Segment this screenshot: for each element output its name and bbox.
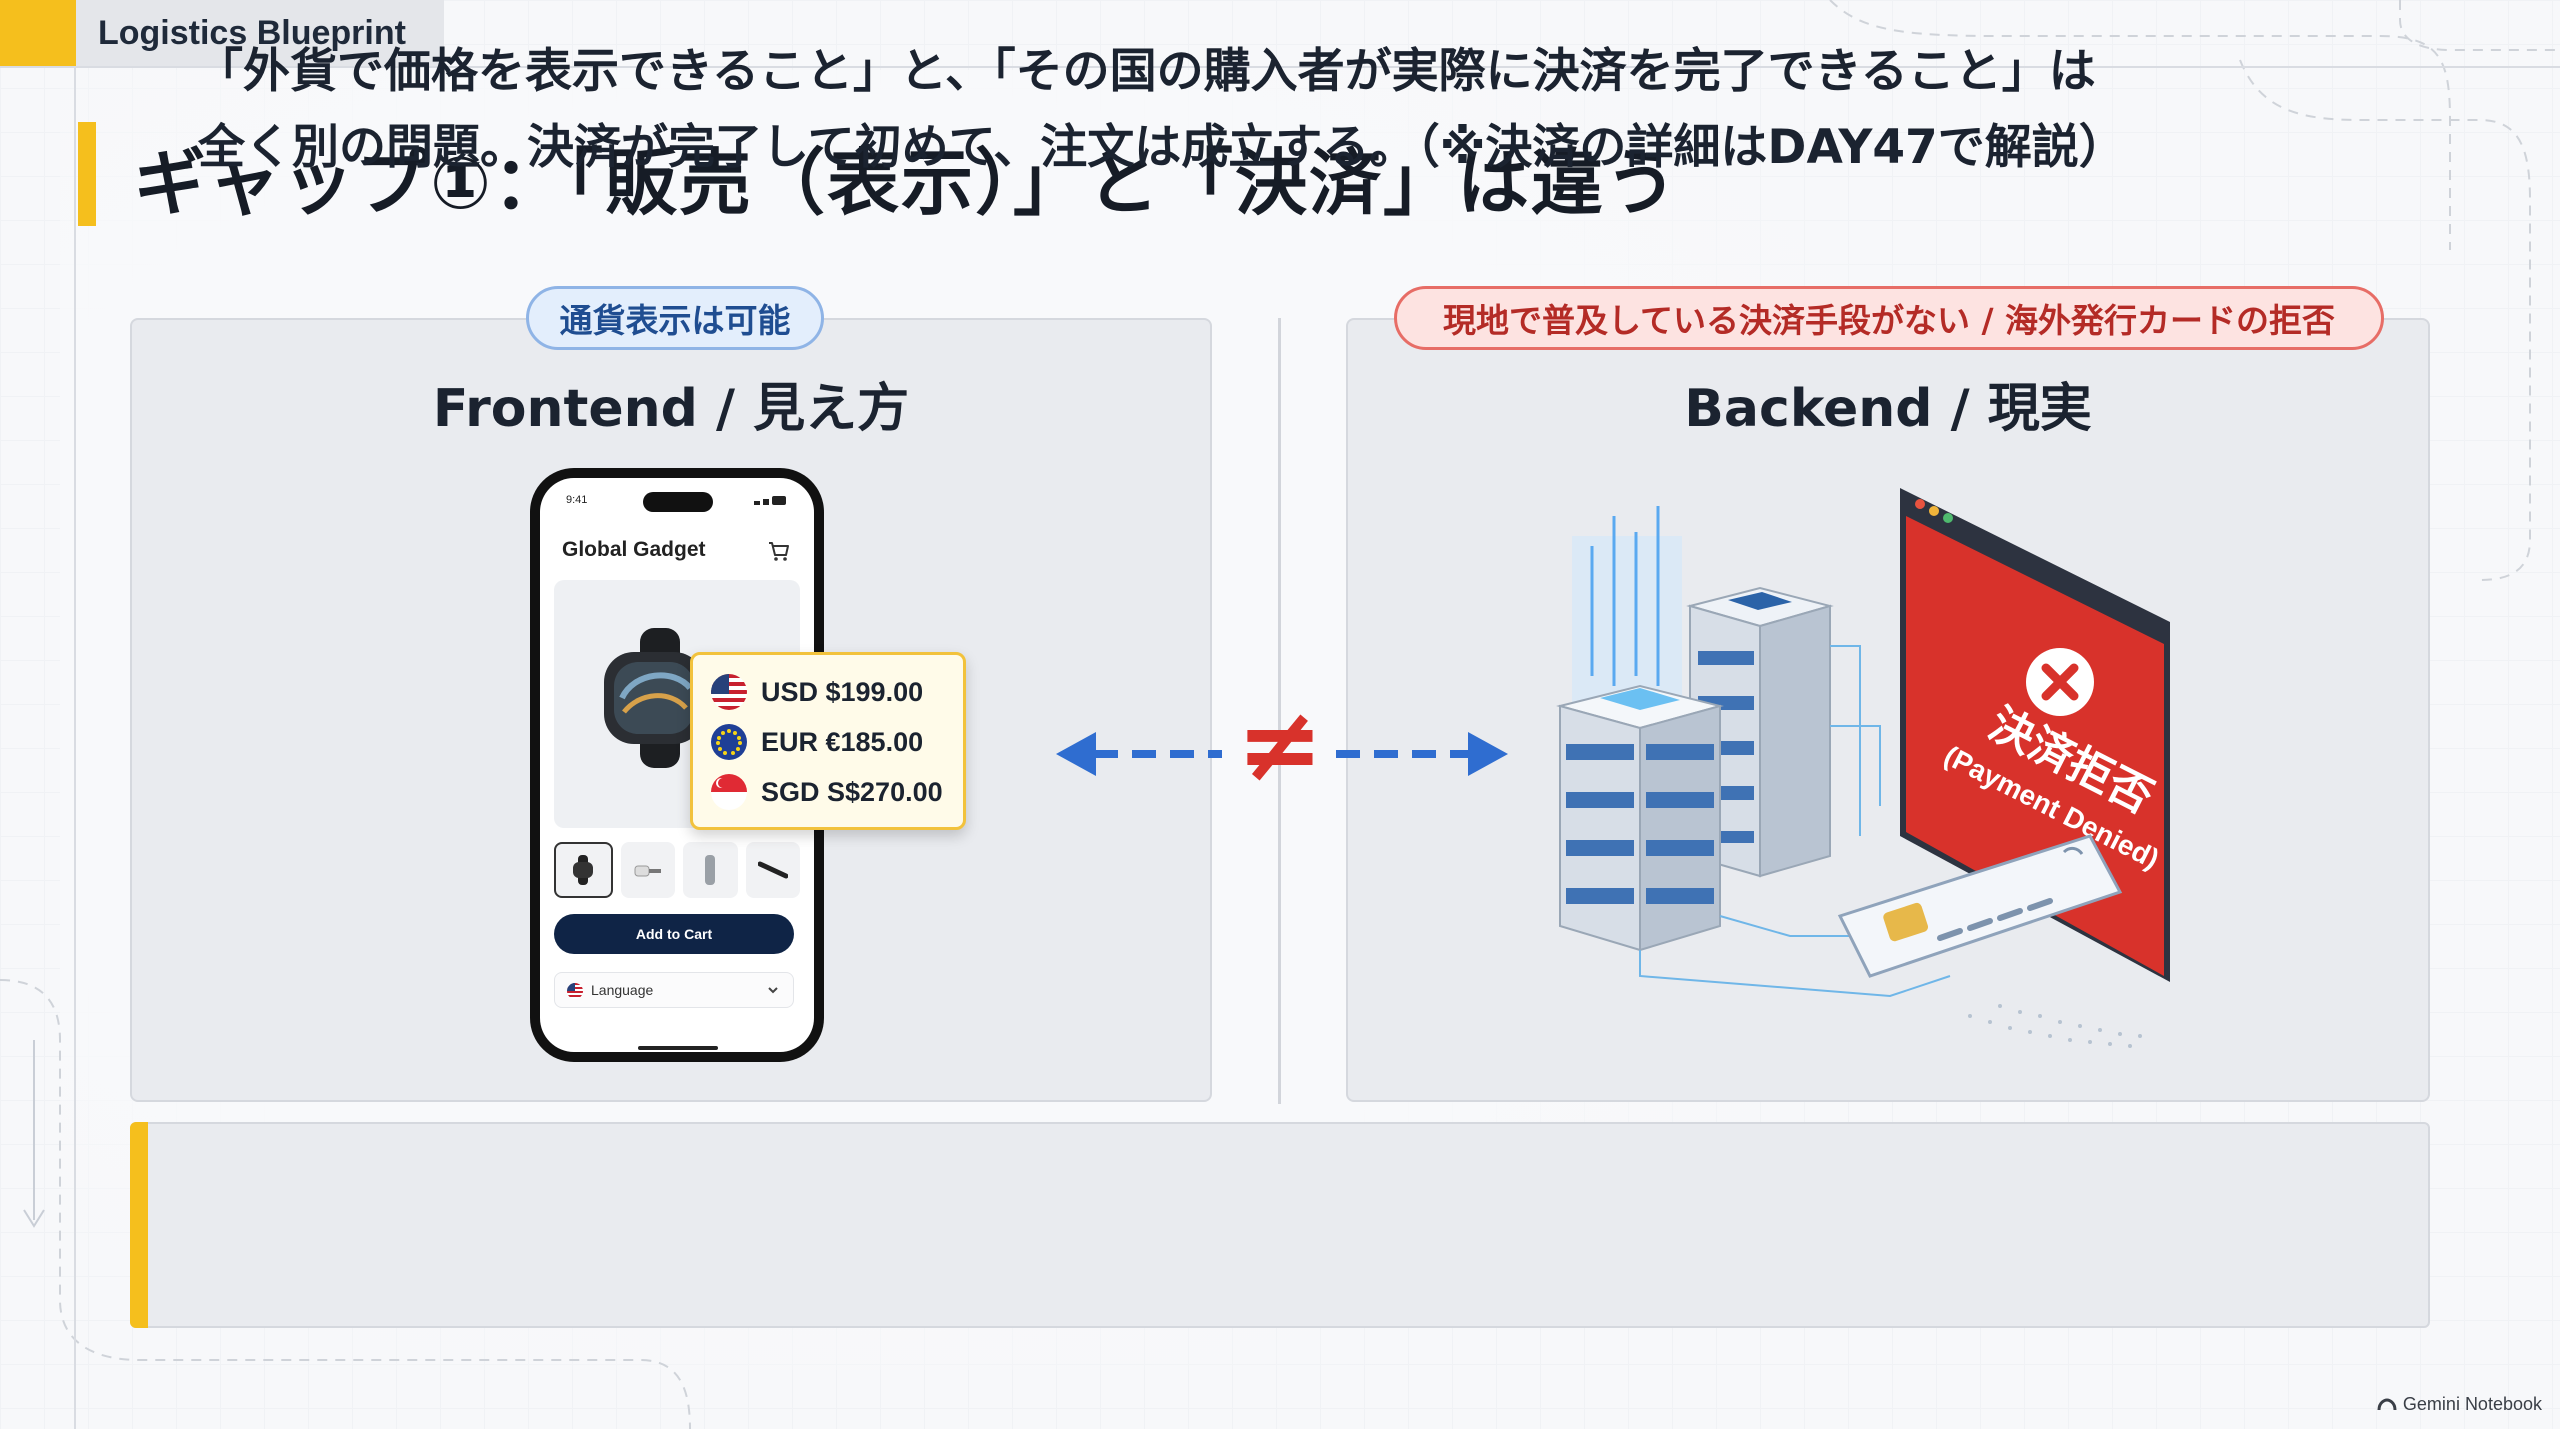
language-selector[interactable]: Language bbox=[554, 972, 794, 1008]
band-thumb-icon bbox=[705, 855, 716, 885]
cart-icon[interactable] bbox=[766, 538, 792, 564]
charger-thumb-icon bbox=[634, 865, 661, 877]
watch-thumb-icon bbox=[573, 855, 594, 885]
gemini-notebook-watermark: Gemini Notebook bbox=[2377, 1394, 2542, 1415]
data-stream-icon bbox=[1572, 506, 1682, 706]
thumbnail-cable[interactable] bbox=[745, 842, 800, 898]
smartwatch-icon bbox=[604, 628, 712, 768]
currency-price-popup: USD $199.00 EUR €185.00 SGD S$270.00 bbox=[690, 652, 966, 830]
panel-divider bbox=[1278, 318, 1281, 1104]
eu-flag-icon bbox=[711, 724, 747, 760]
title-accent-bar bbox=[78, 122, 96, 226]
phone-notch bbox=[643, 492, 713, 512]
chevron-down-icon bbox=[768, 987, 778, 994]
frontend-heading: Frontend / 見え方 bbox=[432, 379, 910, 439]
backend-heading: Backend / 現実 bbox=[1684, 379, 2092, 439]
arrow-left-head-icon bbox=[1056, 732, 1096, 776]
price-row-eur: EUR €185.00 bbox=[711, 717, 963, 767]
add-to-cart-button[interactable]: Add to Cart bbox=[554, 914, 794, 954]
not-equal-arrow: ≠ bbox=[1056, 694, 1508, 805]
price-sgd: SGD S$270.00 bbox=[761, 776, 943, 807]
price-eur: EUR €185.00 bbox=[761, 726, 924, 757]
thumbnail-charger[interactable] bbox=[620, 842, 675, 898]
product-image bbox=[554, 580, 800, 828]
sg-flag-icon bbox=[711, 774, 747, 810]
frontend-badge: 通貨表示は可能 bbox=[526, 286, 824, 350]
close-icon bbox=[2041, 663, 2079, 701]
left-rule bbox=[74, 66, 76, 1429]
brand-name: Logistics Blueprint bbox=[76, 0, 444, 66]
server-rack-front-icon bbox=[1556, 684, 1724, 952]
network-lines bbox=[1639, 645, 1951, 998]
cable-thumb-icon bbox=[757, 861, 788, 879]
summary-message-box bbox=[130, 1122, 2430, 1328]
app-title: Global Gadget bbox=[562, 538, 706, 561]
notebook-logo-icon bbox=[2377, 1397, 2397, 1410]
us-flag-icon bbox=[567, 983, 583, 999]
thumbnail-row bbox=[554, 842, 800, 900]
thumbnail-watch[interactable] bbox=[554, 842, 613, 898]
home-indicator bbox=[638, 1046, 718, 1050]
signal-icon bbox=[754, 496, 790, 505]
arrow-right-head-icon bbox=[1468, 732, 1508, 776]
slide-title: ギャップ①：「販売（表示）」と「決済」は違う bbox=[134, 140, 1679, 225]
message-accent-bar bbox=[130, 1122, 148, 1328]
backend-badge: 現地で普及している決済手段がない / 海外発行カードの拒否 bbox=[1394, 286, 2384, 350]
price-usd: USD $199.00 bbox=[761, 676, 924, 707]
credit-card-icon bbox=[1837, 834, 2123, 978]
message-line-2: 全く別の問題。決済が完了して初めて、注文は成立する。（※決済の詳細はDAY47で… bbox=[198, 120, 2126, 175]
dot-pattern bbox=[1968, 1004, 2142, 1048]
thumbnail-band[interactable] bbox=[683, 842, 738, 898]
status-time: 9:41 bbox=[566, 494, 588, 506]
price-row-sgd: SGD S$270.00 bbox=[711, 767, 963, 817]
us-flag-icon bbox=[711, 674, 747, 710]
language-label: Language bbox=[591, 982, 654, 998]
server-payment-illustration: 決済拒否 (Payment Denied) bbox=[1556, 488, 2170, 1048]
not-equal-symbol: ≠ bbox=[1236, 694, 1323, 805]
price-row-usd: USD $199.00 bbox=[711, 667, 963, 717]
top-rule bbox=[0, 66, 2560, 68]
message-line-1: 「外貨で価格を表示できること」と、「その国の購入者が実際に決済を完了できること」… bbox=[196, 44, 2096, 99]
watermark-text: Gemini Notebook bbox=[2402, 1394, 2542, 1414]
brand-accent bbox=[0, 0, 76, 66]
